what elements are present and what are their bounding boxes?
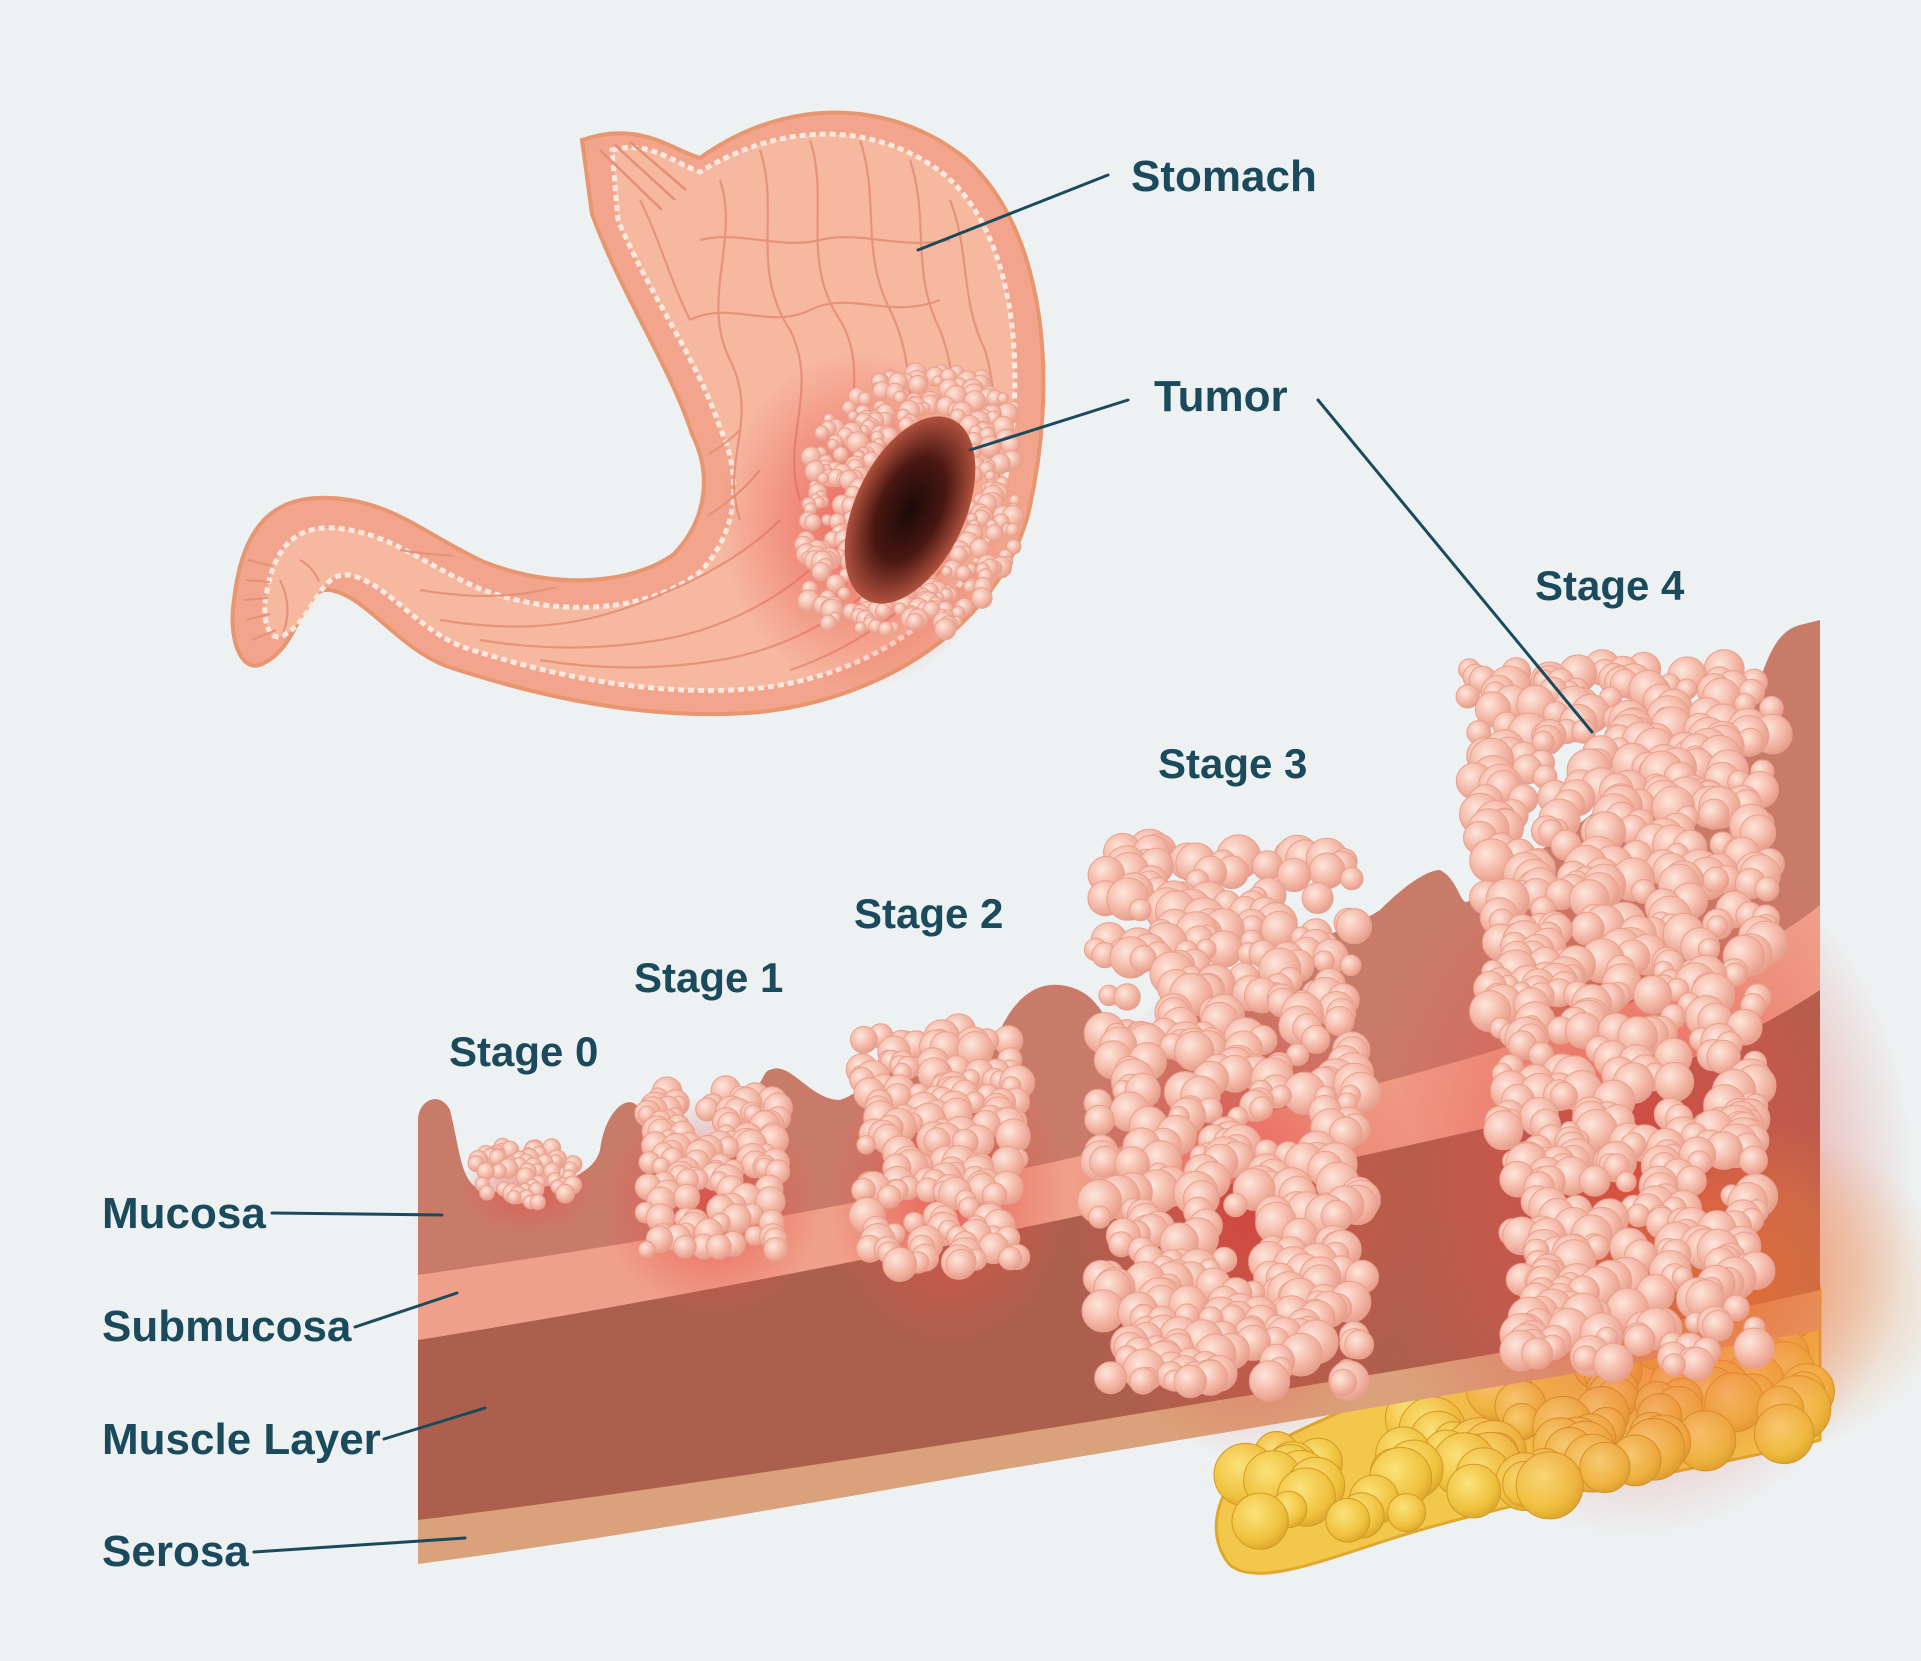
muscle-layer-label: Muscle Layer [102, 1415, 381, 1464]
stage-1-label: Stage 1 [634, 954, 784, 1001]
tumor-leader-line [968, 398, 1130, 452]
stage-1-tumor [634, 1075, 793, 1262]
tumor-label: Tumor [1154, 372, 1288, 421]
stomach-label: Stomach [1131, 152, 1317, 201]
stage-4-leader-line [1316, 398, 1594, 734]
submucosa-label: Submucosa [102, 1302, 352, 1351]
tumor-illustration [844, 416, 976, 604]
stage-0-label: Stage 0 [449, 1028, 599, 1075]
stomach-tumor-cells [794, 362, 1025, 641]
stage-2-label: Stage 2 [854, 890, 1004, 937]
mucosa-label: Mucosa [102, 1189, 266, 1238]
stage-2-tumor [845, 1013, 1036, 1282]
serosa-label: Serosa [102, 1527, 249, 1576]
stage-3-tumor [1077, 828, 1382, 1402]
stage-0-tumor [467, 1137, 583, 1211]
stage-3-label: Stage 3 [1158, 740, 1308, 787]
serosa-leader-line [252, 1536, 467, 1554]
stage-4-label: Stage 4 [1535, 562, 1685, 609]
mucosa-leader-line [270, 1211, 444, 1217]
submucosa-leader-line [353, 1291, 459, 1329]
stomach-leader-line [916, 173, 1110, 252]
stage-4-tumor [1455, 649, 1793, 1383]
muscle-layer-leader-line [382, 1406, 487, 1441]
